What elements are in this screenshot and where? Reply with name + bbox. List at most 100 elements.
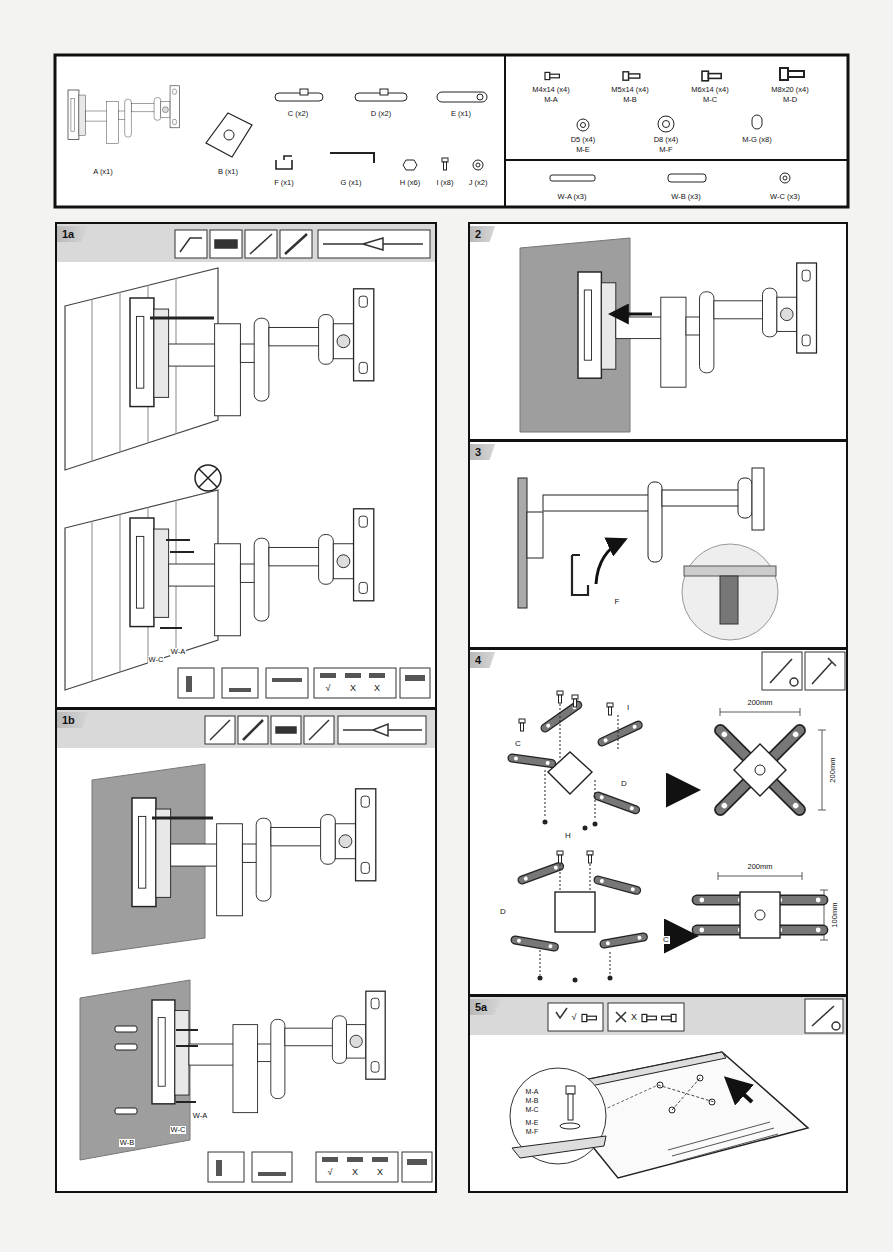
tool-glyph bbox=[832, 1022, 840, 1030]
icon-strip bbox=[402, 1152, 432, 1182]
mount-side-view bbox=[752, 468, 764, 530]
part-d-arm bbox=[355, 89, 407, 101]
mount-side-view bbox=[543, 495, 653, 511]
icon-glyph bbox=[272, 678, 302, 682]
part-label: D (x2) bbox=[370, 110, 392, 118]
plate-exploded bbox=[618, 715, 619, 750]
tool-icon bbox=[175, 230, 845, 1033]
part-label: M-C bbox=[702, 96, 718, 104]
hook-part bbox=[572, 555, 588, 595]
cross-mark: X bbox=[373, 684, 381, 694]
dimension-line bbox=[718, 872, 719, 880]
plate-assembled bbox=[775, 928, 823, 933]
tool-glyph bbox=[250, 234, 272, 254]
icon-glyph bbox=[347, 1157, 363, 1162]
dimension-label: 200mm bbox=[746, 699, 773, 707]
icon-glyph bbox=[405, 675, 425, 681]
step-panel: 4 bbox=[468, 648, 848, 996]
plate-exploded bbox=[572, 695, 578, 707]
header-bar bbox=[57, 224, 435, 262]
step-panel-ground bbox=[468, 222, 848, 1193]
zoom-circle bbox=[510, 1068, 606, 1164]
step-panel: 1b bbox=[55, 708, 437, 1193]
no-drill-icon bbox=[195, 465, 221, 491]
callout-label: F bbox=[614, 598, 621, 607]
plate-exploded bbox=[560, 860, 561, 890]
callout-label: W-C bbox=[170, 1126, 187, 1134]
plate-exploded bbox=[548, 752, 592, 794]
plate-exploded bbox=[540, 860, 610, 975]
icon-glyph bbox=[216, 1160, 222, 1176]
part-f-hook bbox=[276, 156, 292, 169]
no-drill-icon bbox=[199, 469, 217, 487]
wood-screw bbox=[170, 551, 194, 553]
part-b-plate bbox=[206, 113, 252, 157]
insert-arrow bbox=[728, 1080, 752, 1102]
callout-label: M-A bbox=[525, 1088, 540, 1096]
dimension-line bbox=[818, 730, 826, 731]
icon-glyph bbox=[345, 673, 361, 678]
wall-anchor-icons bbox=[783, 176, 787, 180]
part-label: M-F bbox=[658, 146, 673, 154]
instruction-art bbox=[130, 289, 374, 416]
wall-screw bbox=[176, 1101, 196, 1103]
part-label: M-E bbox=[575, 146, 591, 154]
part-g-key bbox=[330, 153, 374, 163]
tool-glyph bbox=[812, 658, 836, 684]
plate-exploded bbox=[583, 826, 588, 831]
wood-screw bbox=[160, 540, 194, 628]
wall-plug bbox=[115, 1108, 137, 1114]
mount-side-view bbox=[527, 512, 543, 558]
step-number: 3 bbox=[470, 444, 495, 460]
mount-side-view bbox=[738, 478, 752, 518]
cross-mark: X bbox=[630, 1013, 638, 1023]
wood-screw bbox=[166, 539, 190, 541]
tool-icon bbox=[205, 716, 235, 744]
tool-glyph bbox=[309, 720, 329, 740]
dimension-line bbox=[822, 730, 823, 810]
icon-glyph bbox=[407, 1159, 427, 1165]
plate-exploded bbox=[545, 700, 618, 820]
icon-strip bbox=[252, 1152, 292, 1182]
tv-back bbox=[668, 1122, 770, 1150]
tool-glyph bbox=[180, 238, 202, 252]
icon-strip bbox=[400, 668, 430, 698]
part-label: G (x1) bbox=[340, 179, 363, 187]
tool-icon bbox=[805, 999, 843, 1033]
plate-assembled bbox=[697, 898, 745, 903]
icon-strip bbox=[222, 668, 258, 698]
plate-assembled bbox=[755, 765, 765, 775]
part-label: C (x2) bbox=[287, 110, 309, 118]
dimension-line bbox=[802, 872, 803, 880]
part-label: F (x1) bbox=[273, 179, 295, 187]
plate-exploded bbox=[543, 820, 548, 825]
result-arrow bbox=[670, 934, 692, 939]
tool-glyph bbox=[616, 1012, 626, 1022]
tool-glyph bbox=[770, 659, 792, 683]
part-b-plate bbox=[206, 113, 252, 157]
zoom-circle bbox=[568, 1094, 573, 1120]
callout-label: W-B bbox=[119, 1139, 135, 1147]
tool-icon bbox=[238, 716, 268, 744]
step-number: 2 bbox=[470, 226, 495, 242]
part-e-spanner bbox=[437, 92, 487, 102]
part-d-arm bbox=[380, 89, 388, 95]
part-label: D8 (x4) bbox=[653, 136, 680, 144]
plate-exploded bbox=[538, 976, 543, 981]
wall-screw bbox=[176, 1029, 198, 1031]
tool-glyph bbox=[215, 240, 237, 248]
icon-strip bbox=[178, 668, 214, 698]
parts-panel bbox=[505, 159, 848, 161]
zoom-circle bbox=[566, 1086, 575, 1094]
tool-glyph bbox=[180, 234, 840, 1030]
plate-assembled bbox=[718, 728, 801, 811]
step-panel: 1a bbox=[55, 222, 437, 709]
plate-exploded bbox=[597, 794, 636, 811]
plate-exploded bbox=[512, 691, 639, 831]
instruction-art bbox=[642, 1014, 656, 1021]
dimension-line bbox=[800, 708, 801, 716]
icon-strip bbox=[316, 1152, 398, 1182]
plate-exploded bbox=[521, 864, 560, 881]
wall-anchor-icons bbox=[780, 173, 790, 183]
